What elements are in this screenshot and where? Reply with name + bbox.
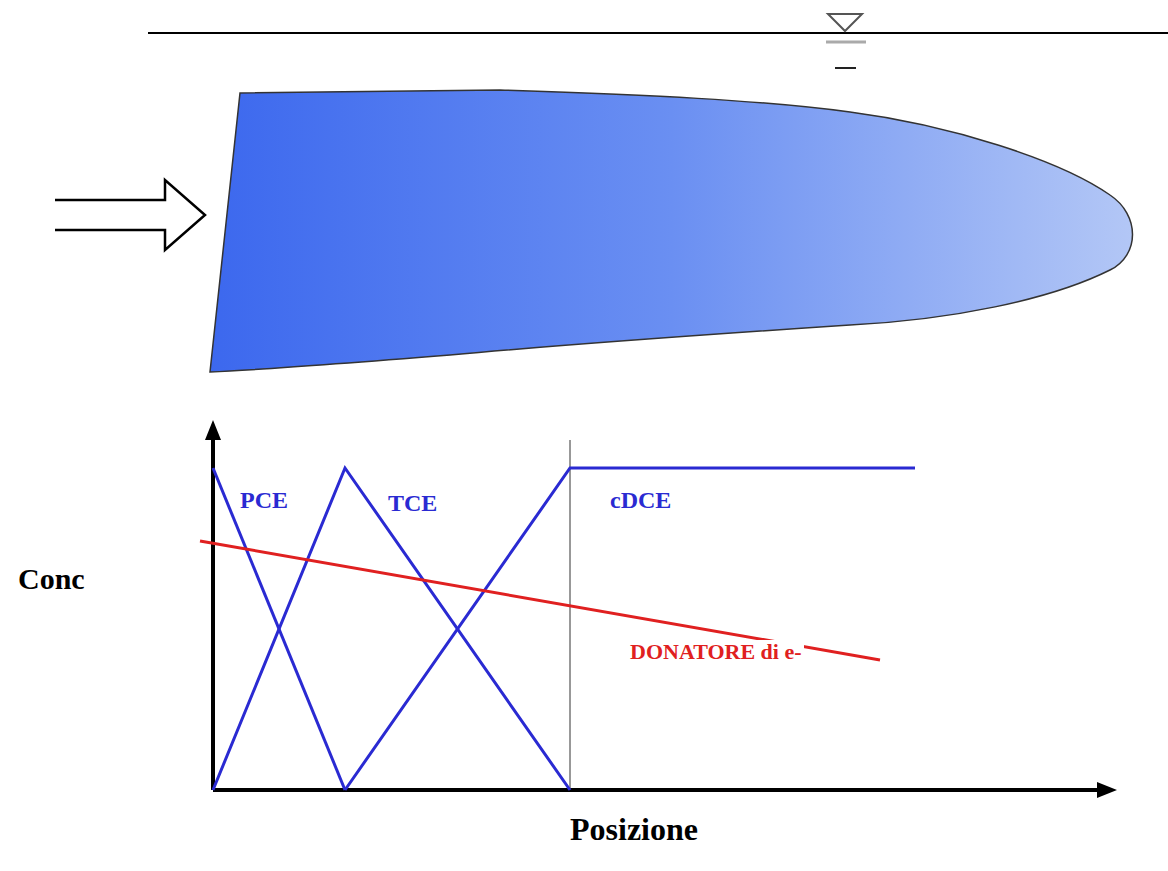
water-table-symbol (828, 14, 862, 31)
curve-label: TCE (386, 490, 439, 516)
divider-line (570, 440, 571, 790)
water-table-symbol (835, 67, 856, 69)
flow-arrow (55, 180, 205, 250)
contaminant-plume (210, 90, 1133, 372)
concentration-curves (213, 468, 915, 790)
tce-curve (213, 468, 570, 790)
curve-label: DONATORE di e- (628, 640, 804, 664)
water-table-symbol (826, 41, 866, 44)
axis-label: Posizione (568, 812, 700, 847)
axis-label: Conc (16, 562, 87, 595)
y-axis (211, 432, 215, 790)
axis-arrowhead (205, 420, 221, 440)
cdce-curve (345, 468, 915, 790)
axis-arrowhead (1097, 782, 1117, 798)
curve-label: PCE (238, 487, 290, 513)
curve-label: cDCE (608, 487, 673, 513)
water-table (148, 32, 1168, 34)
